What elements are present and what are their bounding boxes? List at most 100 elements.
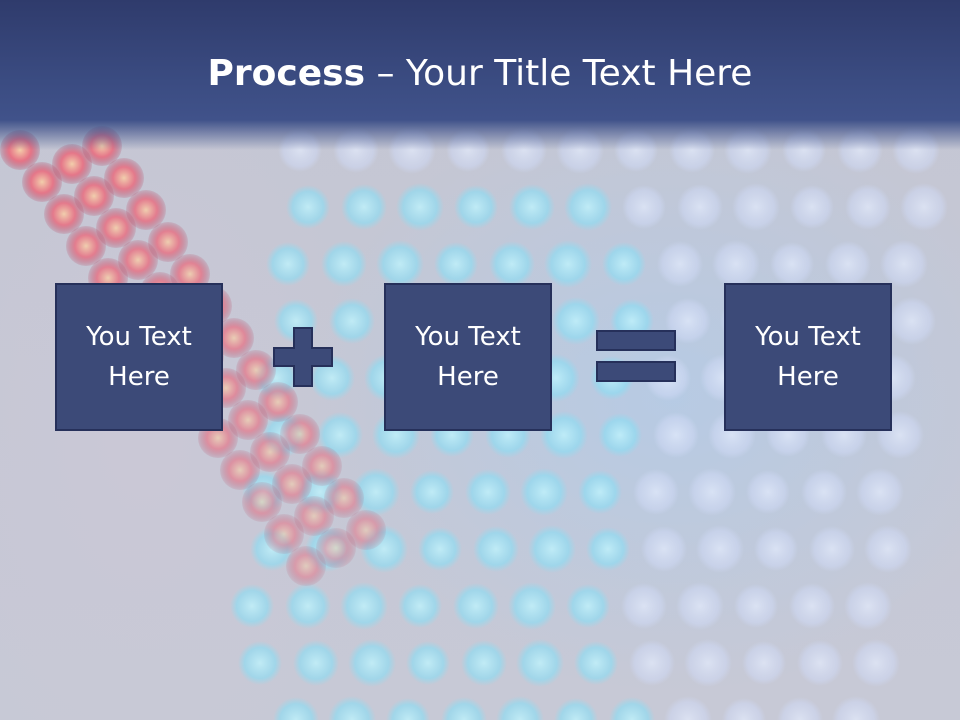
process-box-1[interactable]: You Text Here [55, 283, 223, 431]
bokeh-dot [286, 185, 330, 229]
bokeh-dot [528, 525, 576, 573]
bokeh-dot [396, 183, 444, 231]
bokeh-dot [770, 242, 814, 286]
process-box-2[interactable]: You Text Here [384, 283, 552, 431]
bokeh-dot [684, 639, 732, 687]
bokeh-dot [544, 240, 592, 288]
bokeh-dot [340, 582, 388, 630]
bokeh-dot [341, 184, 387, 230]
bokeh-dot [722, 698, 766, 720]
process-box-2-label: You Text Here [415, 322, 521, 392]
bokeh-dot [321, 241, 367, 287]
bokeh-dot [118, 240, 158, 280]
bokeh-dot [418, 527, 462, 571]
bokeh-dot [44, 194, 84, 234]
title-bold: Process [207, 53, 366, 94]
bokeh-dot [856, 468, 904, 516]
bokeh-dot [742, 641, 786, 685]
bokeh-dot [574, 641, 618, 685]
bokeh-dot [809, 526, 855, 572]
bokeh-dot [250, 432, 290, 472]
bokeh-dot [264, 514, 304, 554]
bokeh-dot [317, 412, 363, 458]
bokeh-dot [880, 240, 928, 288]
bokeh-dot [633, 469, 679, 515]
bokeh-dot [328, 696, 376, 720]
bokeh-dot [665, 298, 711, 344]
bokeh-dot [657, 241, 703, 287]
bokeh-dot [52, 144, 92, 184]
bokeh-dot [844, 582, 892, 630]
bokeh-dot [864, 525, 912, 573]
bokeh-dot [552, 297, 600, 345]
bokeh-dot [540, 411, 588, 459]
slide-title: Process – Your Title Text Here [0, 52, 960, 96]
bokeh-dot [348, 639, 396, 687]
bokeh-dot [554, 698, 598, 720]
bokeh-dot [242, 482, 282, 522]
bokeh-dot [126, 190, 166, 230]
bokeh-dot [566, 584, 610, 628]
bokeh-dot [509, 184, 555, 230]
bokeh-dot [564, 183, 612, 231]
bokeh-dot [280, 414, 320, 454]
bokeh-dot [285, 583, 331, 629]
process-box-3-label: You Text Here [755, 322, 861, 392]
bokeh-dot [732, 183, 780, 231]
equals-icon [596, 330, 676, 382]
bokeh-dot [712, 240, 760, 288]
bokeh-dot [664, 696, 712, 720]
bokeh-dot [386, 698, 430, 720]
bokeh-dot [376, 240, 424, 288]
bokeh-dot [629, 640, 675, 686]
bokeh-dot [852, 639, 900, 687]
bokeh-dot [273, 697, 319, 720]
bokeh-dot [598, 413, 642, 457]
bokeh-dot [441, 697, 487, 720]
process-box-3[interactable]: You Text Here [724, 283, 892, 431]
bokeh-dot [508, 582, 556, 630]
bokeh-dot [676, 582, 724, 630]
bokeh-dot [688, 468, 736, 516]
bokeh-dot [516, 639, 564, 687]
bokeh-dot [74, 176, 114, 216]
process-box-1-label: You Text Here [86, 322, 192, 392]
bokeh-dot [230, 584, 274, 628]
bokeh-dot [789, 583, 835, 629]
bokeh-dot [104, 158, 144, 198]
bokeh-dot [621, 583, 667, 629]
bokeh-dot [294, 496, 334, 536]
bokeh-dot [734, 584, 778, 628]
bokeh-dot [473, 526, 519, 572]
bokeh-dot [22, 162, 62, 202]
bokeh-dot [461, 640, 507, 686]
bokeh-dot [406, 641, 450, 685]
title-bar: Process – Your Title Text Here [0, 0, 960, 150]
bokeh-dot [286, 546, 326, 586]
plus-icon [273, 327, 333, 387]
bokeh-dot [454, 185, 498, 229]
bokeh-dot [790, 185, 834, 229]
bokeh-dot [410, 470, 454, 514]
bokeh-dot [329, 298, 375, 344]
bokeh-dot [586, 527, 630, 571]
bokeh-dot [453, 583, 499, 629]
bokeh-dot [96, 208, 136, 248]
bokeh-dot [434, 242, 478, 286]
bokeh-dot [677, 184, 723, 230]
bokeh-dot [801, 469, 847, 515]
bokeh-dot [797, 640, 843, 686]
bokeh-dot [609, 697, 655, 720]
bokeh-dot [272, 464, 312, 504]
bokeh-dot [346, 510, 386, 550]
bokeh-dot [777, 697, 823, 720]
bokeh-dot [578, 470, 622, 514]
bokeh-dot [746, 470, 790, 514]
bokeh-dot [622, 185, 666, 229]
bokeh-dot [465, 469, 511, 515]
bokeh-dot [214, 318, 254, 358]
bokeh-dot [148, 222, 188, 262]
bokeh-dot [754, 527, 798, 571]
bokeh-dot [316, 528, 356, 568]
bokeh-dot [66, 226, 106, 266]
